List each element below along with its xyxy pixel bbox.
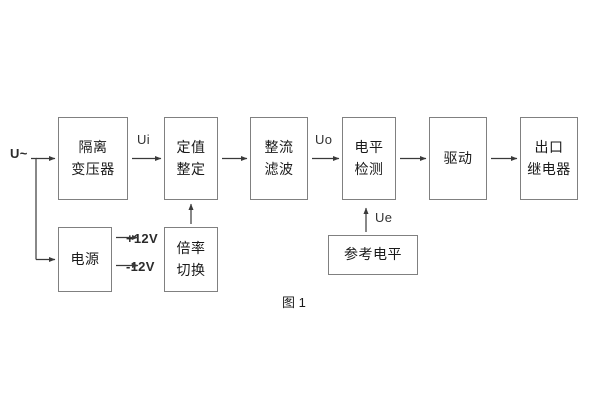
signal-label-uo: Uo — [315, 132, 333, 147]
block-drive[interactable]: 驱动 — [429, 117, 487, 200]
block-line: 出口 — [534, 138, 564, 155]
block-line: 整流 — [264, 138, 294, 155]
block-multiplier-switch[interactable]: 倍率 切换 — [164, 227, 218, 292]
block-line: 参考电平 — [344, 246, 402, 263]
rail-label-positive-12v: +12V — [126, 231, 158, 246]
rail-label-negative-12v: -12V — [126, 259, 155, 274]
block-rectify-filter[interactable]: 整流 滤波 — [250, 117, 308, 200]
block-line: 驱动 — [443, 149, 473, 166]
block-level-detect[interactable]: 电平 检测 — [342, 117, 396, 200]
block-setting-adjust[interactable]: 定值 整定 — [164, 117, 218, 200]
input-source-label: U~ — [10, 146, 28, 161]
block-isolation-transformer[interactable]: 隔离 变压器 — [58, 117, 128, 200]
signal-label-ui: Ui — [137, 132, 150, 147]
block-line: 检测 — [354, 160, 384, 177]
block-reference-level[interactable]: 参考电平 — [328, 235, 418, 275]
block-output-relay[interactable]: 出口 继电器 — [520, 117, 578, 200]
block-line: 切换 — [176, 261, 206, 278]
signal-label-ue: Ue — [375, 210, 393, 225]
block-line: 变压器 — [71, 160, 115, 177]
block-line: 滤波 — [264, 160, 294, 177]
block-line: 整定 — [176, 160, 206, 177]
block-power-supply[interactable]: 电源 — [58, 227, 112, 292]
block-line: 定值 — [176, 138, 206, 155]
wire-input-to-bus — [31, 157, 37, 260]
block-line: 继电器 — [527, 160, 571, 177]
block-line: 倍率 — [176, 239, 206, 256]
block-line: 隔离 — [78, 138, 108, 155]
figure-caption: 图 1 — [282, 295, 306, 310]
block-line: 电平 — [354, 138, 384, 155]
block-line: 电源 — [70, 250, 100, 267]
